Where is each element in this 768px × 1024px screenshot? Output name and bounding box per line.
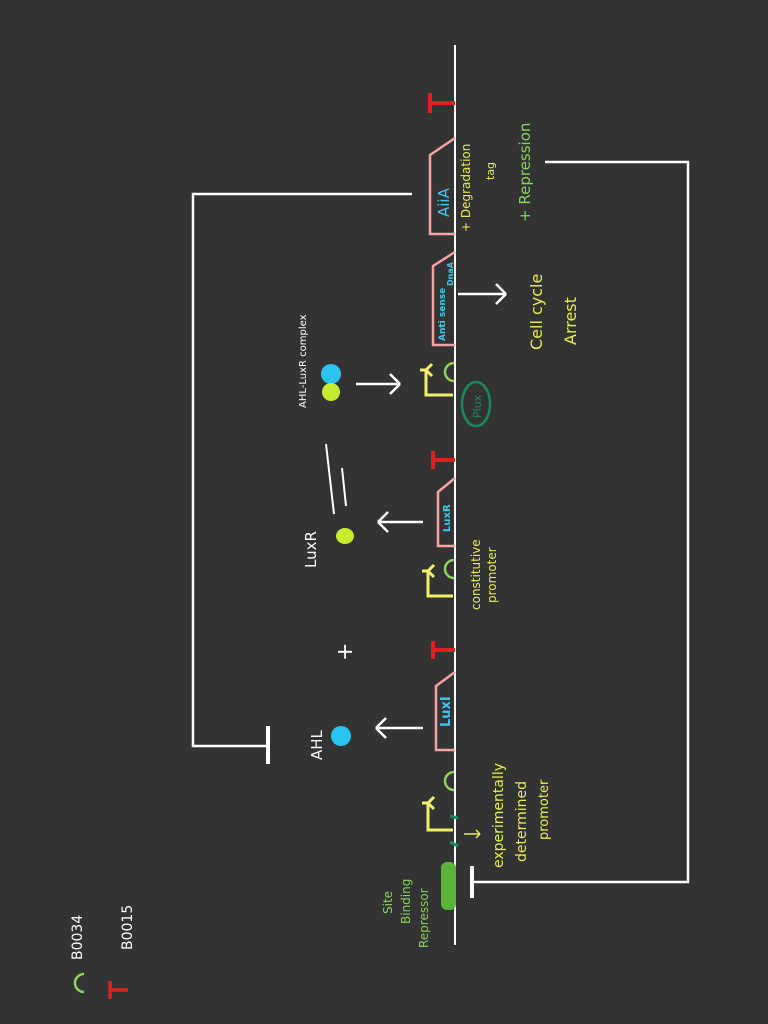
luxi-gene-label: LuxI [439,696,454,727]
terminator-icon-2 [431,451,455,469]
plux-promoter-icon [420,362,453,397]
complex-label: AHL-LuxR complex [298,314,309,408]
luxr-product-arrow [377,511,423,533]
repressor-site-tick-2 [449,814,459,820]
plux-oval [460,380,492,428]
experimental-promoter-label-line1: experimentally [491,763,507,868]
cell-cycle-arrow [458,283,507,305]
luxr-gene-label: LuxR [442,504,453,532]
cell-cycle-label-line2: Arrest [561,297,580,345]
constitutive-promoter-label-line1: constitutive [469,539,483,610]
ahl-molecule-dot [331,726,351,746]
equilibrium-arrow-forward [325,443,335,515]
degradation-tag-label-line2: tag [484,162,497,180]
repressor-site-label-line2: Binding [399,879,413,924]
degradation-tag-label-line1: + Degradation [459,144,473,232]
repressor-site-tick-1 [449,840,459,848]
legend-terminator-icon [108,981,128,999]
luxr-protein-label: LuxR [302,531,320,568]
repressor-binding-site [441,862,456,910]
repression-line [472,160,690,884]
antisense-gene-label-line1: Anti sense [438,288,448,341]
repressor-site-label-line1: Repressor [417,888,431,948]
repression-label: + Repression [516,123,534,222]
aiia-gene-box [428,136,456,236]
plus-sign: + [333,643,358,661]
antisense-dnaa-gene-box [431,250,456,347]
luxi-product-arrow [375,717,423,739]
legend-terminator-label: B0015 [120,905,136,950]
repressor-site-label-line3: Site [381,891,395,914]
rbs-icon-1 [443,770,455,792]
complex-plux-arrow [356,373,401,395]
equilibrium-arrow-reverse [341,467,347,507]
rbs-icon-2 [443,558,455,580]
rbs-icon-3 [443,361,455,383]
antisense-gene-label-line2: DnaA [446,261,455,286]
luxi-gene-box [434,670,456,752]
complex-ahl-dot [321,364,341,384]
experimental-promoter-pointer [464,829,481,839]
experimental-promoter-icon [422,795,453,832]
experimental-promoter-label-line3: promoter [537,779,552,840]
legend-rbs-label: B0034 [70,915,86,960]
constitutive-promoter-icon [422,563,453,598]
complex-luxr-dot [322,383,340,401]
experimental-promoter-label-line2: determined [514,781,530,862]
luxr-gene-box [436,477,456,548]
constitutive-promoter-label-line2: promoter [485,547,499,603]
terminator-icon-1 [431,641,455,659]
cell-cycle-label-line1: Cell cycle [527,274,546,350]
ahl-label: AHL [308,729,326,760]
aiia-gene-label: AiiA [435,187,453,217]
aiia-inhibition-line [191,192,412,748]
luxr-molecule-dot [336,528,354,544]
legend-rbs-icon [73,972,85,994]
plux-label: Plux [471,394,484,418]
terminator-icon-3 [428,93,455,113]
